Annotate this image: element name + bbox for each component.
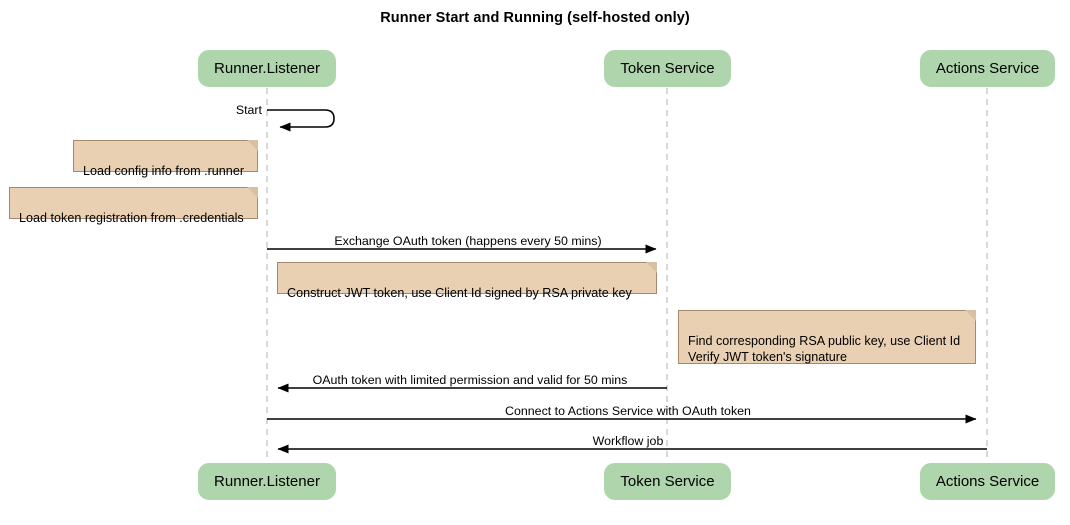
participant-actions-service-top[interactable]: Actions Service [920, 50, 1055, 87]
note-fold-corner-icon [965, 310, 976, 321]
message-arrow-start [267, 109, 335, 132]
participant-label: Runner.Listener [214, 473, 320, 490]
participant-token-service-bottom[interactable]: Token Service [604, 463, 731, 500]
message-label-workflow-job: Workflow job [592, 434, 664, 448]
note-fold-corner-icon [646, 262, 657, 273]
note-load-token-registration: Load token registration from .credential… [9, 187, 258, 225]
message-label-oauth-token-return: OAuth token with limited permission and … [312, 373, 628, 387]
participant-label: Actions Service [935, 60, 1040, 77]
participant-label: Actions Service [935, 473, 1040, 490]
message-label-connect-actions: Connect to Actions Service with OAuth to… [505, 404, 751, 418]
participant-label: Token Service [620, 473, 715, 490]
note-text: Construct JWT token, use Client Id signe… [287, 286, 632, 300]
participant-runner-listener-top[interactable]: Runner.Listener [198, 50, 336, 87]
note-text: Load config info from .runner [83, 164, 245, 178]
message-label-start: Start [235, 103, 262, 117]
participant-actions-service-bottom[interactable]: Actions Service [920, 463, 1055, 500]
message-label-exchange-oauth: Exchange OAuth token (happens every 50 m… [334, 234, 602, 248]
note-fold-corner-icon [247, 140, 258, 151]
participant-runner-listener-bottom[interactable]: Runner.Listener [198, 463, 336, 500]
participant-label: Token Service [620, 60, 715, 77]
note-construct-jwt: Construct JWT token, use Client Id signe… [277, 262, 657, 300]
note-fold-corner-icon [247, 187, 258, 198]
note-text: Find corresponding RSA public key, use C… [688, 334, 961, 364]
page-title: Runner Start and Running (self-hosted on… [380, 10, 690, 26]
note-text: Load token registration from .credential… [19, 211, 244, 225]
participant-label: Runner.Listener [214, 60, 320, 77]
note-verify-jwt: Find corresponding RSA public key, use C… [678, 310, 976, 364]
participant-token-service-top[interactable]: Token Service [604, 50, 731, 87]
note-load-config: Load config info from .runner [73, 140, 258, 178]
